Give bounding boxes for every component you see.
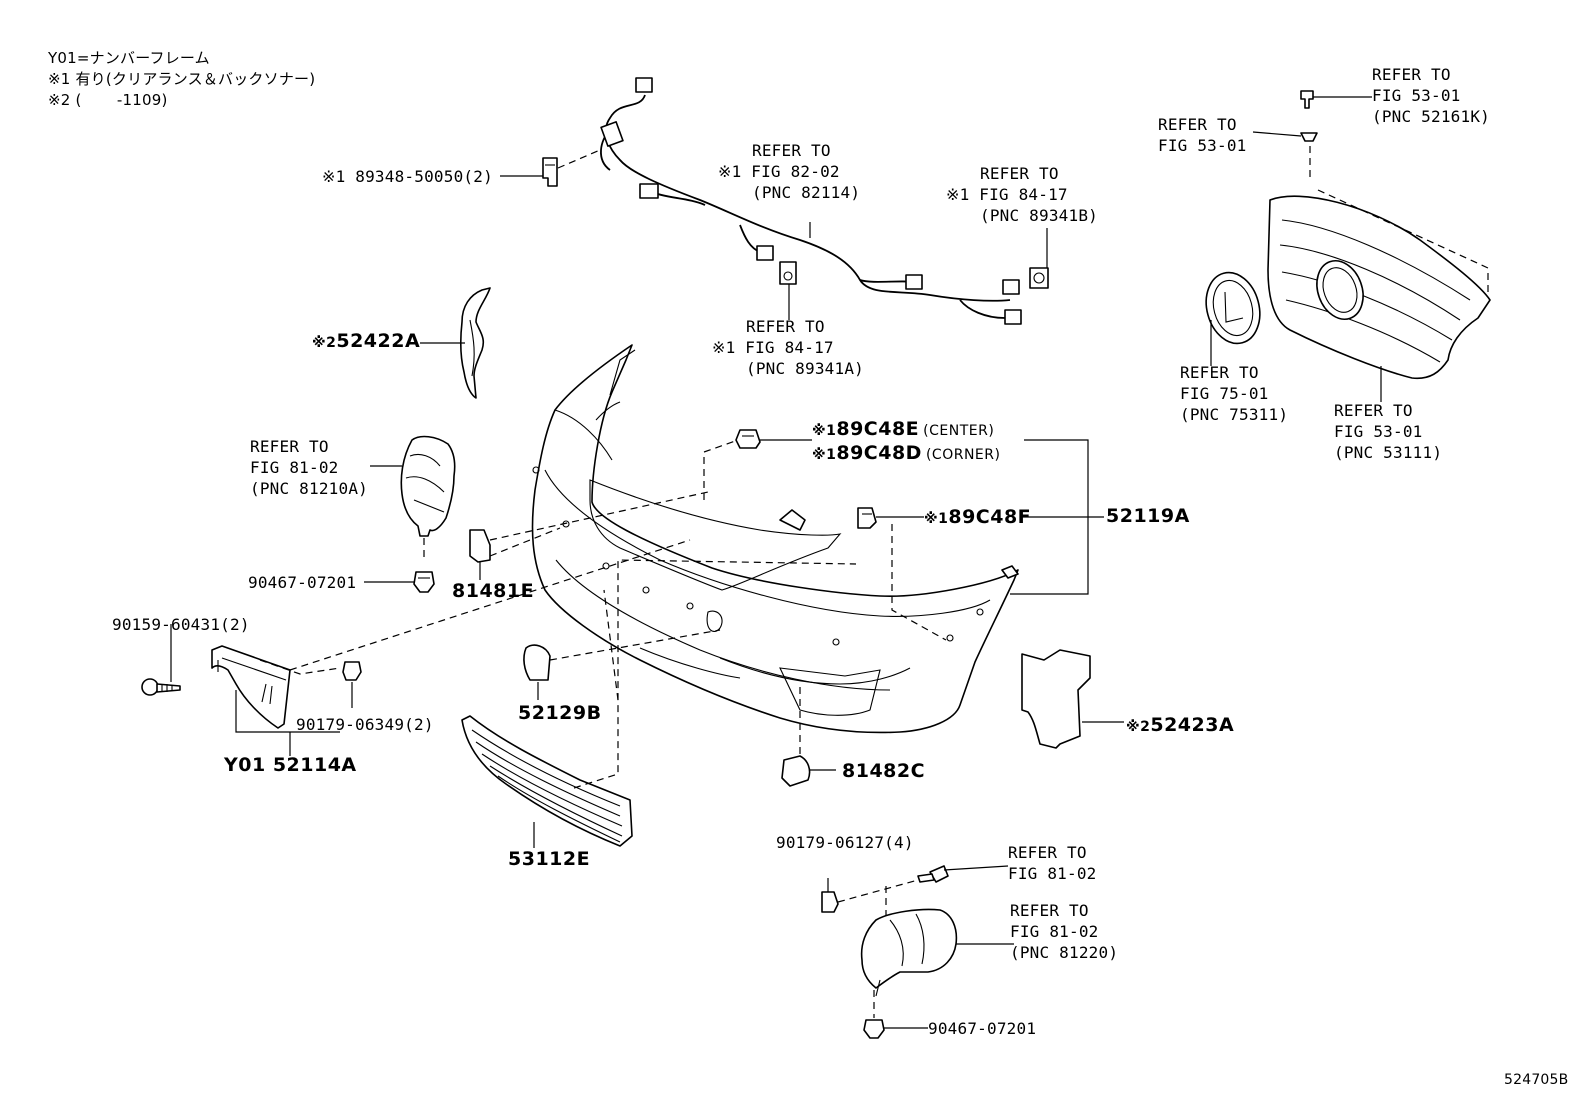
part-52129b: 52129B — [518, 702, 602, 724]
grille-retainer — [1300, 132, 1318, 142]
part-81482c: 81482C — [842, 760, 926, 782]
sensor-wire-harness — [600, 77, 1022, 325]
sonar-sensor-89341a — [779, 261, 797, 285]
refer-label-fig-81-02: REFER TO FIG 81-02 — [1008, 843, 1097, 883]
sensor-retainer-89c48f — [857, 507, 877, 529]
clip-90467-07201-left — [413, 571, 435, 593]
part-90467-07201-left: 90467-07201 — [248, 573, 357, 592]
bumper-side-trim-52422a — [459, 287, 491, 399]
figure-id: 524705B — [1504, 1072, 1569, 1088]
nut-90179-06349 — [342, 661, 362, 681]
part-89c48d: ※189C48D(CORNER) — [812, 442, 1001, 464]
legend: Y01=ナンバーフレーム ※1 有り(クリアランス＆バックソナー) ※2 ( -… — [48, 48, 315, 111]
side-marker-81481e — [469, 529, 491, 563]
part-52423a: ※252423A — [1126, 714, 1235, 736]
front-bumper-cover — [531, 344, 1019, 734]
fog-lamp-81220 — [860, 908, 958, 997]
bolt-90179-06127 — [917, 865, 949, 883]
legend-line-3: ※2 ( -1109) — [48, 91, 168, 109]
legend-line-2: ※1 有り(クリアランス＆バックソナー) — [48, 70, 316, 88]
part-52119a: 52119A — [1106, 505, 1190, 527]
bolt-90159-60431 — [141, 678, 181, 696]
refer-label-fig-53-01: REFER TO FIG 53-01 — [1158, 115, 1247, 155]
sensor-retainer-89c48e — [735, 429, 761, 449]
refer-label-82114: REFER TO ※1 FIG 82-02 (PNC 82114) — [718, 141, 861, 202]
part-52114a: Y01 52114A — [224, 754, 357, 776]
refer-label-89341a: REFER TO ※1 FIG 84-17 (PNC 89341A) — [712, 317, 864, 378]
legend-line-1: Y01=ナンバーフレーム — [48, 49, 210, 67]
nut-90179-06127 — [821, 891, 839, 913]
part-90467-07201-right: 90467-07201 — [928, 1019, 1037, 1038]
refer-label-89341b: REFER TO ※1 FIG 84-17 (PNC 89341B) — [946, 164, 1098, 225]
grille-clip-52161k — [1300, 90, 1314, 109]
lower-grille-53112e — [461, 715, 633, 847]
refer-label-81220: REFER TO FIG 81-02 (PNC 81220) — [1010, 901, 1119, 962]
refer-label-53111: REFER TO FIG 53-01 (PNC 53111) — [1334, 401, 1443, 462]
part-89c48e: ※189C48E(CENTER) — [812, 418, 995, 440]
clip-90467-07201-right — [863, 1019, 885, 1039]
fog-lamp-bracket-81210a — [400, 435, 456, 537]
towing-hook-cover-52129b — [523, 644, 551, 681]
part-89c48f: ※189C48F — [924, 506, 1032, 528]
harness-clip-89348 — [542, 157, 558, 187]
refer-label-81210a: REFER TO FIG 81-02 (PNC 81210A) — [250, 437, 368, 498]
part-89348-50050: ※1 89348-50050(2) — [322, 167, 493, 186]
fog-lamp-cover-81482c — [781, 755, 811, 787]
refer-label-75311: REFER TO FIG 75-01 (PNC 75311) — [1180, 363, 1289, 424]
part-90179-06349: 90179-06349(2) — [296, 715, 434, 734]
sonar-sensor-89341b — [1029, 267, 1049, 289]
part-81481e: 81481E — [452, 580, 535, 602]
part-53112e: 53112E — [508, 848, 591, 870]
part-52422a: ※252422A — [312, 330, 421, 352]
part-90159-60431: 90159-60431(2) — [112, 615, 250, 634]
part-90179-06127: 90179-06127(4) — [776, 833, 914, 852]
bumper-side-seal-52423a — [1021, 649, 1091, 749]
radiator-grille — [1267, 195, 1491, 380]
grille-emblem — [1205, 271, 1261, 345]
refer-label-52161k: REFER TO FIG 53-01 (PNC 52161K) — [1372, 65, 1490, 126]
license-plate-bracket-52114a — [211, 645, 291, 729]
